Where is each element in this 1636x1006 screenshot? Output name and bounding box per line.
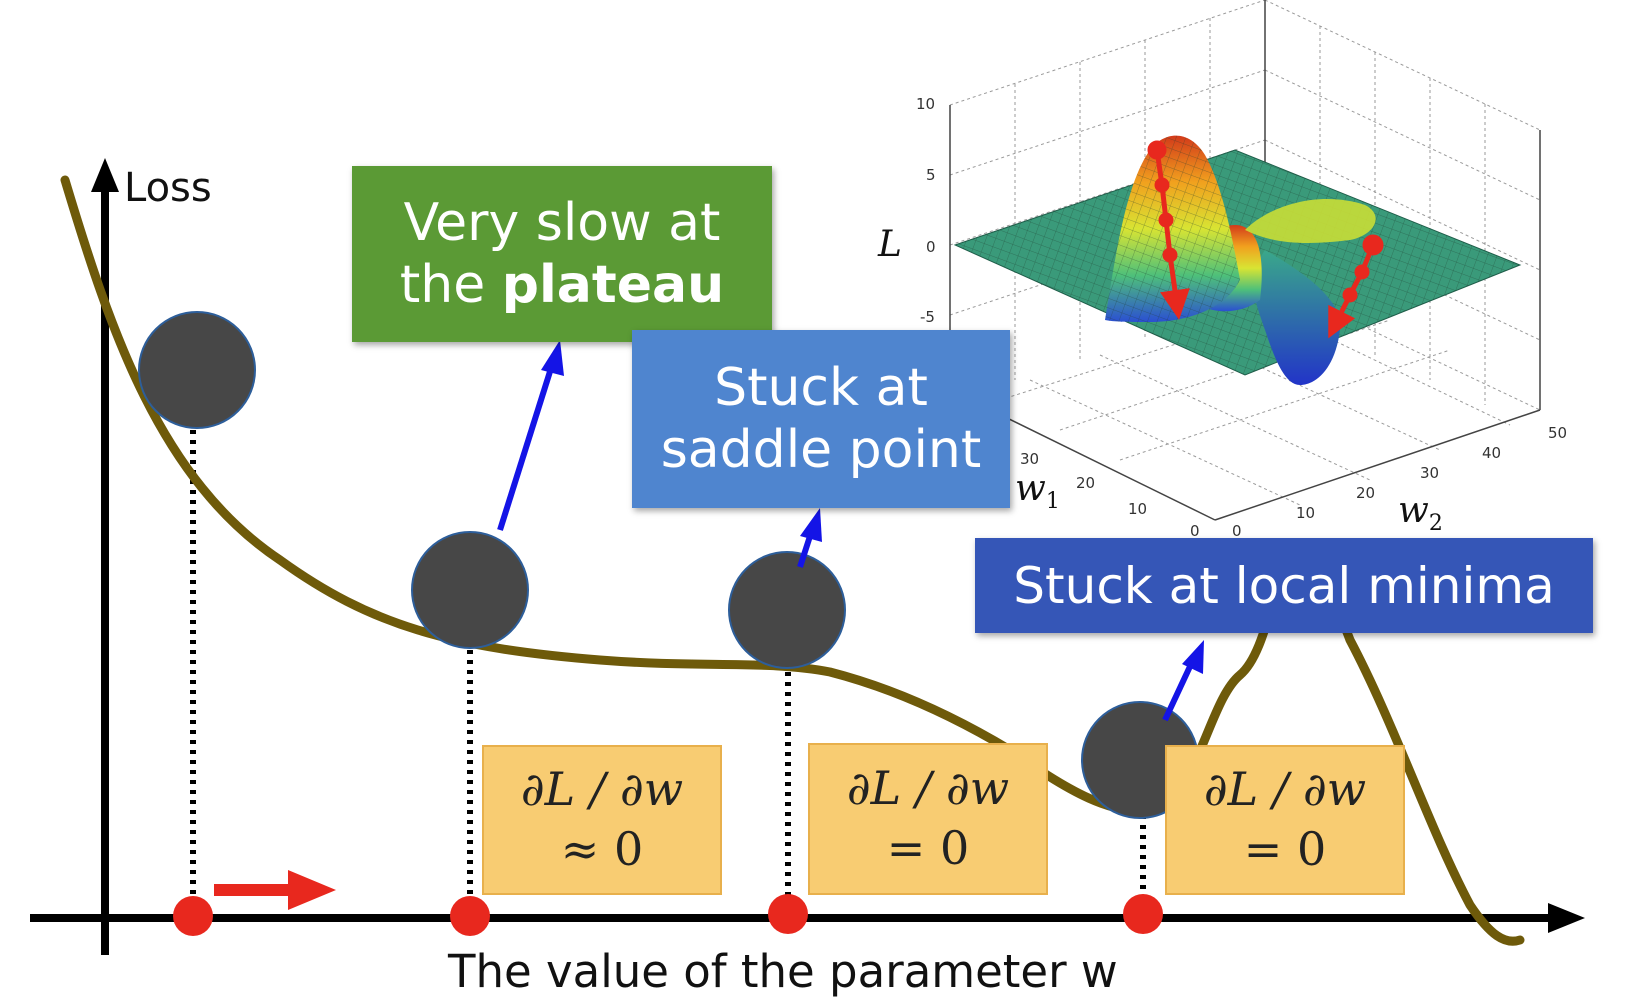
surface-ridge [1245,199,1376,243]
gradient-value: = 0 [886,821,970,875]
surface-pit [1253,250,1341,385]
surface-plot [949,0,1541,521]
ball-saddle [728,551,846,669]
gradient-box-plateau: ∂L / ∂w ≈ 0 [482,745,722,895]
saddle-callout: Stuck at saddle point [632,330,1010,508]
gradient-value: ≈ 0 [560,822,644,876]
gradient-box-minima: ∂L / ∂w = 0 [1165,745,1405,895]
y-axis-label: Loss [124,165,212,211]
w2-tick-10: 10 [1296,504,1316,522]
z-tick-neg5: -5 [920,308,935,326]
drop-lines [190,430,1146,910]
z-tick-10: 10 [916,95,936,113]
axis-markers [173,894,1163,936]
z-tick-5: 5 [926,166,936,184]
ball-start [138,311,256,429]
loss-curve [60,175,1525,946]
minima-callout-text: Stuck at local minima [1013,556,1555,615]
gradient-box-saddle: ∂L / ∂w = 0 [808,743,1048,895]
w2-tick-0: 0 [1232,522,1242,540]
z-tick-0: 0 [926,238,936,256]
x-axis-label: The value of the parameter w [448,945,1118,998]
plateau-callout-line1: Very slow at [403,192,721,253]
w1-tick-30: 30 [1020,450,1040,468]
w1-tick-20: 20 [1076,474,1096,492]
w1-tick-10: 10 [1128,500,1148,518]
w2-tick-40: 40 [1482,444,1502,462]
pointer-arrows [497,340,1204,722]
w2-axis-label: w2 [1398,490,1443,537]
surface-descent-paths [1147,140,1384,339]
w1-tick-0: 0 [1190,522,1200,540]
plateau-callout-line2: the plateau [399,255,725,315]
saddle-callout-line1: Stuck at [714,357,928,418]
w2-tick-50: 50 [1548,424,1568,442]
gradient-value: = 0 [1243,822,1327,876]
w2-tick-30: 30 [1420,464,1440,482]
minima-callout: Stuck at local minima [975,538,1593,633]
gradient-expression: ∂L / ∂w [1203,762,1367,817]
ball-plateau [411,531,529,649]
plateau-bold-word: plateau [501,255,725,315]
w2-tick-20: 20 [1356,484,1376,502]
gradient-expression: ∂L / ∂w [846,761,1010,816]
direction-arrow [214,870,336,910]
plateau-callout: Very slow at the plateau [352,166,772,342]
saddle-callout-line2: saddle point [660,420,982,480]
w1-axis-label: w1 [1015,468,1060,515]
z-axis-label: L [878,224,902,265]
gradient-expression: ∂L / ∂w [520,762,684,817]
